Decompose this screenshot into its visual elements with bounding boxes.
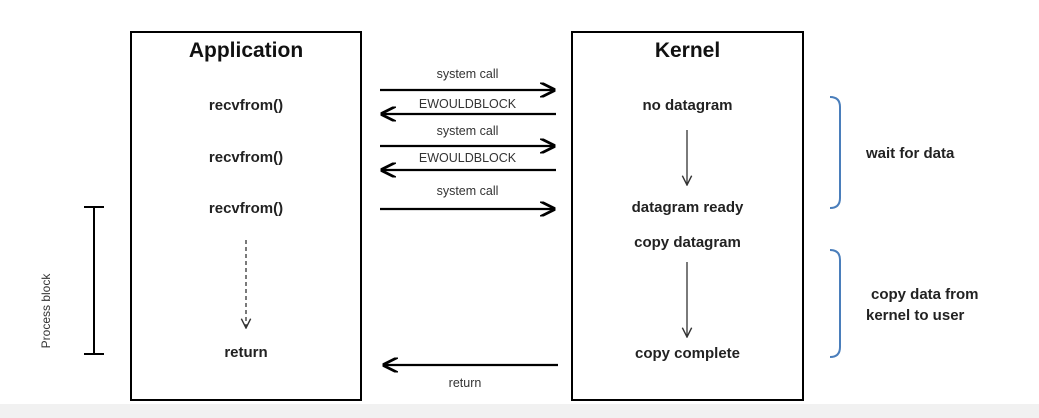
return-label: return <box>448 376 482 390</box>
kernel-copy-complete: copy complete <box>634 345 741 362</box>
wait-for-data-brace <box>829 96 841 209</box>
copy-data-brace <box>829 249 841 358</box>
copy-data-label-line1: copy data from <box>871 286 979 303</box>
kernel-title: Kernel <box>654 39 721 62</box>
bottom-strip <box>0 404 1039 418</box>
system-call-label-3: system call <box>436 184 499 198</box>
system-call-label-2: system call <box>436 124 499 138</box>
app-return: return <box>224 344 268 361</box>
system-call-label-1: system call <box>436 67 499 81</box>
app-recvfrom-1: recvfrom() <box>208 97 284 114</box>
app-recvfrom-3: recvfrom() <box>208 200 284 217</box>
kernel-no-datagram: no datagram <box>642 97 733 114</box>
process-block-bar <box>84 206 104 355</box>
application-box <box>130 31 362 401</box>
ewouldblock-label-2: EWOULDBLOCK <box>418 151 517 165</box>
kernel-datagram-ready: datagram ready <box>631 199 744 216</box>
kernel-copy-datagram: copy datagram <box>634 234 741 251</box>
application-title: Application <box>188 39 304 62</box>
kernel-box <box>571 31 804 401</box>
app-recvfrom-2: recvfrom() <box>208 149 284 166</box>
ewouldblock-label-1: EWOULDBLOCK <box>418 97 517 111</box>
copy-data-label-line2: kernel to user <box>866 307 965 324</box>
wait-for-data-label: wait for data <box>866 145 955 162</box>
